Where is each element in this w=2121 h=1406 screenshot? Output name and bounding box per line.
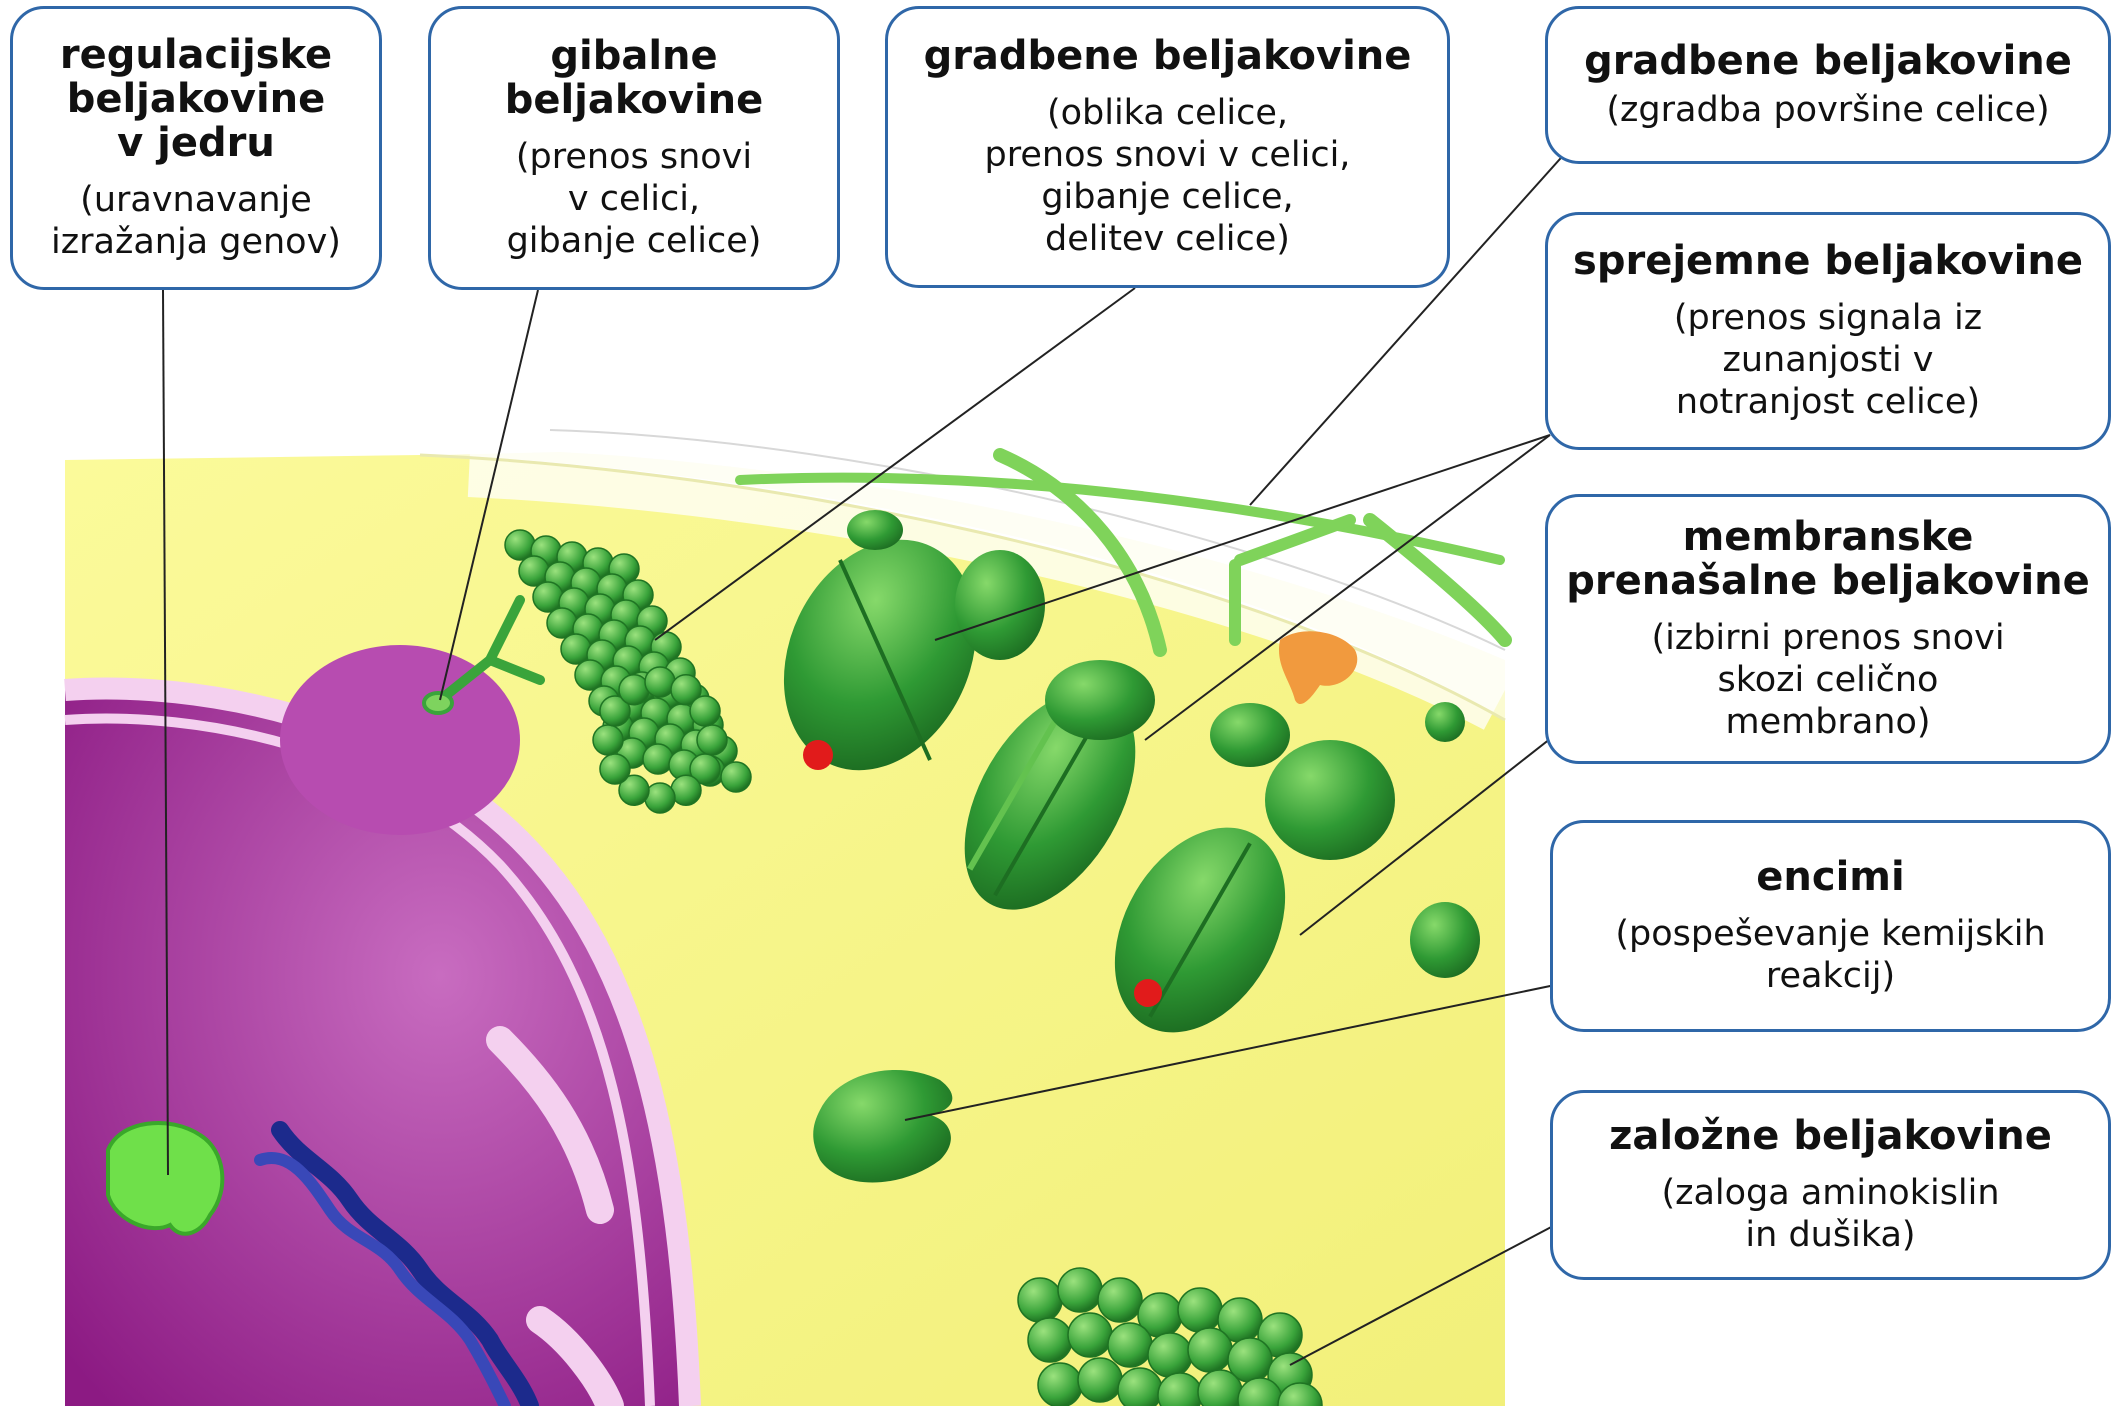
label-structural-proteins-surface: gradbene beljakovine (zgradba površine c… <box>1545 6 2111 164</box>
label-description: (oblika celice, prenos snovi v celici, g… <box>984 93 1351 259</box>
label-description: (izbirni prenos snovi skozi celično memb… <box>1651 618 2005 742</box>
cell-membrane <box>419 407 1527 730</box>
label-description: (pospeševanje kemijskih reakcij) <box>1615 914 2046 996</box>
label-storage-proteins: založne beljakovine (zaloga aminokislin … <box>1550 1090 2111 1280</box>
label-description: (prenos snovi v celici, gibanje celice) <box>506 137 762 261</box>
enzyme <box>813 1070 953 1183</box>
regulatory-protein <box>106 1121 225 1236</box>
motor-protein <box>422 595 545 715</box>
label-title: encimi <box>1756 854 1905 900</box>
label-regulatory-proteins: regulacijske beljakovine v jedru (uravna… <box>10 6 382 290</box>
label-title: gradbene beljakovine <box>1584 38 2072 84</box>
label-description: (zaloga aminokislin in dušika) <box>1661 1173 2000 1255</box>
label-description: (zgradba površine celice) <box>1606 90 2050 130</box>
surface-fibers <box>735 448 1512 657</box>
microtubule <box>504 529 752 814</box>
label-receptor-proteins: sprejemne beljakovine (prenos signala iz… <box>1545 212 2111 450</box>
membrane-proteins <box>783 510 1480 1033</box>
label-membrane-transport-proteins: membranske prenašalne beljakovine (izbir… <box>1545 494 2111 764</box>
label-title: gradbene beljakovine <box>923 33 1412 79</box>
storage-proteins <box>1017 1267 1323 1406</box>
nucleus <box>64 645 701 1406</box>
label-title: gibalne beljakovine <box>504 33 764 123</box>
label-title: založne beljakovine <box>1609 1113 2052 1159</box>
label-title: sprejemne beljakovine <box>1573 238 2083 284</box>
label-title: regulacijske beljakovine v jedru <box>59 32 333 166</box>
label-motor-proteins: gibalne beljakovine (prenos snovi v celi… <box>428 6 840 290</box>
label-description: (uravnavanje izražanja genov) <box>51 180 341 262</box>
label-structural-proteins-internal: gradbene beljakovine (oblika celice, pre… <box>885 6 1450 288</box>
dna-helix <box>254 1121 539 1406</box>
leader-lines <box>162 149 1569 1366</box>
label-title: membranske prenašalne beljakovine <box>1566 514 2090 604</box>
label-enzymes: encimi (pospeševanje kemijskih reakcij) <box>1550 820 2111 1032</box>
label-description: (prenos signala iz zunanjosti v notranjo… <box>1673 298 1983 422</box>
